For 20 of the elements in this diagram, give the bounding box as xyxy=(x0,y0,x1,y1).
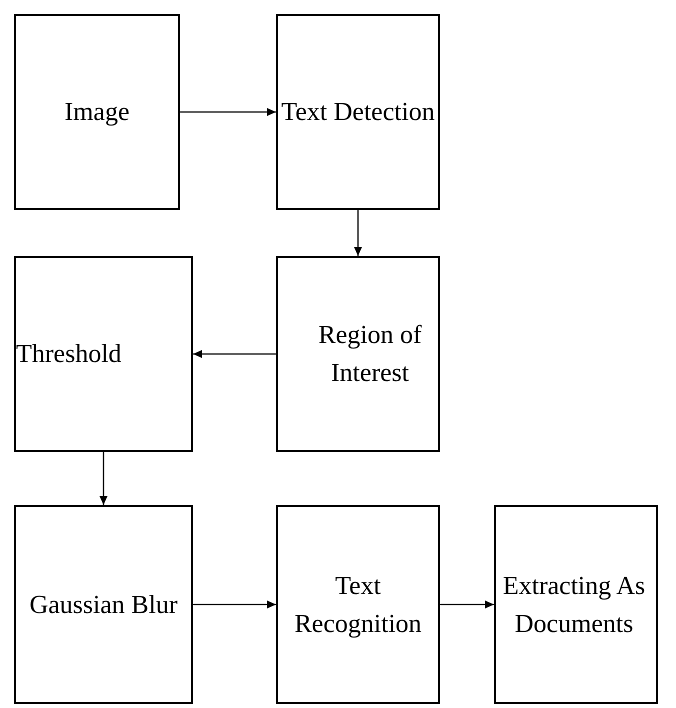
process-box xyxy=(14,14,180,210)
process-box xyxy=(14,505,193,704)
arrow xyxy=(180,108,276,116)
process-box xyxy=(14,256,193,452)
process-box xyxy=(276,256,440,452)
box-label: Threshold xyxy=(16,338,122,370)
process-box xyxy=(494,505,658,704)
process-box xyxy=(276,14,440,210)
box-label: Text Recognition xyxy=(293,570,423,640)
box-label: Image xyxy=(64,96,130,128)
box-label: Text Detection xyxy=(281,96,435,128)
arrow xyxy=(354,210,362,256)
box-label: Gaussian Blur xyxy=(29,588,178,620)
box-label: Region of Interest xyxy=(317,319,423,389)
arrow xyxy=(193,600,276,608)
arrow xyxy=(100,452,108,505)
box-label: Extracting As Documents xyxy=(502,570,646,640)
arrow xyxy=(440,600,494,608)
arrow xyxy=(193,350,276,358)
process-box xyxy=(276,505,440,704)
